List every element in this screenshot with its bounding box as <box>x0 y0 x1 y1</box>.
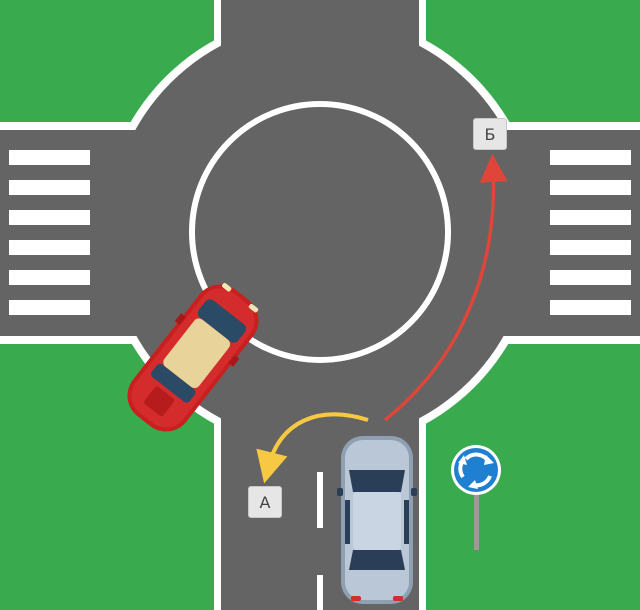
silver-car <box>337 436 417 604</box>
label-b-text: Б <box>484 124 496 144</box>
label-b: Б <box>473 118 507 150</box>
roundabout-sign-icon <box>451 445 501 550</box>
label-a-text: А <box>259 492 271 512</box>
lane-divider <box>317 472 323 610</box>
path-arrow-to-b <box>383 154 508 422</box>
path-arrow-to-a <box>256 412 369 484</box>
crosswalk-right <box>550 150 631 315</box>
central-island <box>189 101 451 363</box>
label-a: А <box>248 486 282 518</box>
crosswalk-left <box>9 150 90 315</box>
red-car <box>127 283 259 432</box>
